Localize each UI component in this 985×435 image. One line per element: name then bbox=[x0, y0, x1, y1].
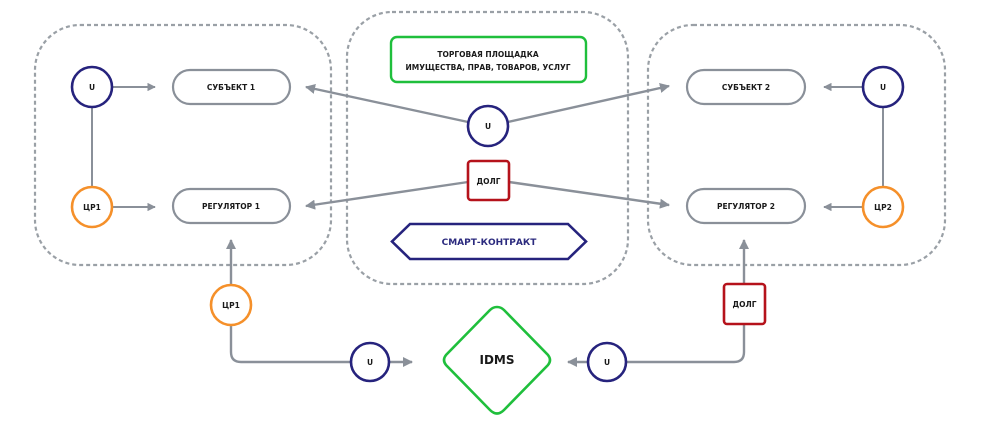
smart-contract-node[interactable]: СМАРТ-КОНТРАКТ bbox=[390, 222, 588, 261]
left-token-u-label: U bbox=[89, 83, 95, 92]
right-token-cr2-label: ЦР2 bbox=[874, 203, 892, 212]
bottom-left-token-u[interactable]: U bbox=[349, 341, 391, 383]
subject-1-node[interactable]: СУБЪЕКТ 1 bbox=[171, 68, 292, 106]
arrow-center-u-subject1 bbox=[305, 83, 469, 124]
bottom-left-token-u-label: U bbox=[367, 358, 373, 367]
arrow-center-u-subject2 bbox=[507, 83, 670, 124]
center-token-u-label: U bbox=[485, 122, 491, 131]
arrow-debt-regulator2 bbox=[508, 180, 670, 209]
left-token-cr1-label: ЦР1 bbox=[83, 203, 101, 212]
right-token-u[interactable]: U bbox=[861, 65, 905, 109]
subject-2-node[interactable]: СУБЪЕКТ 2 bbox=[685, 68, 807, 106]
bottom-debt-label: ДОЛГ bbox=[732, 300, 756, 309]
center-group-container bbox=[345, 10, 630, 286]
arrow-bottom-to-regulator2 bbox=[627, 238, 750, 364]
regulator-1-node[interactable]: РЕГУЛЯТОР 1 bbox=[171, 187, 292, 225]
bottom-token-cr1-label: ЦР1 bbox=[222, 301, 240, 310]
regulator-1-label: РЕГУЛЯТОР 1 bbox=[202, 202, 260, 211]
subject-2-label: СУБЪЕКТ 2 bbox=[722, 83, 770, 92]
left-token-u[interactable]: U bbox=[70, 65, 114, 109]
marketplace-label-line2: ИМУЩЕСТВА, ПРАВ, ТОВАРОВ, УСЛУГ bbox=[405, 63, 570, 72]
left-group-container bbox=[33, 23, 333, 267]
idms-label: IDMS bbox=[479, 353, 514, 367]
regulator-2-label: РЕГУЛЯТОР 2 bbox=[717, 202, 775, 211]
idms-node[interactable]: IDMS bbox=[442, 305, 552, 415]
center-debt-node[interactable]: ДОЛГ bbox=[466, 159, 511, 202]
bottom-right-token-u-label: U bbox=[604, 358, 610, 367]
right-group-container bbox=[646, 23, 947, 267]
right-token-u-label: U bbox=[880, 83, 886, 92]
right-token-cr2[interactable]: ЦР2 bbox=[861, 185, 905, 229]
regulator-2-node[interactable]: РЕГУЛЯТОР 2 bbox=[685, 187, 807, 225]
bottom-right-token-u[interactable]: U bbox=[586, 341, 628, 383]
arrow-bottom-to-regulator1 bbox=[225, 238, 350, 364]
center-token-u[interactable]: U bbox=[466, 104, 510, 148]
smart-contract-label: СМАРТ-КОНТРАКТ bbox=[442, 238, 538, 248]
marketplace-label-line1: ТОРГОВАЯ ПЛОЩАДКА bbox=[437, 50, 538, 59]
bottom-token-cr1[interactable]: ЦР1 bbox=[209, 283, 253, 327]
bottom-debt-node[interactable]: ДОЛГ bbox=[722, 282, 767, 326]
subject-1-label: СУБЪЕКТ 1 bbox=[207, 83, 255, 92]
arrow-debt-regulator1 bbox=[305, 180, 469, 210]
center-debt-label: ДОЛГ bbox=[476, 177, 500, 186]
marketplace-node[interactable]: ТОРГОВАЯ ПЛОЩАДКА ИМУЩЕСТВА, ПРАВ, ТОВАР… bbox=[389, 35, 588, 84]
left-token-cr1[interactable]: ЦР1 bbox=[70, 185, 114, 229]
